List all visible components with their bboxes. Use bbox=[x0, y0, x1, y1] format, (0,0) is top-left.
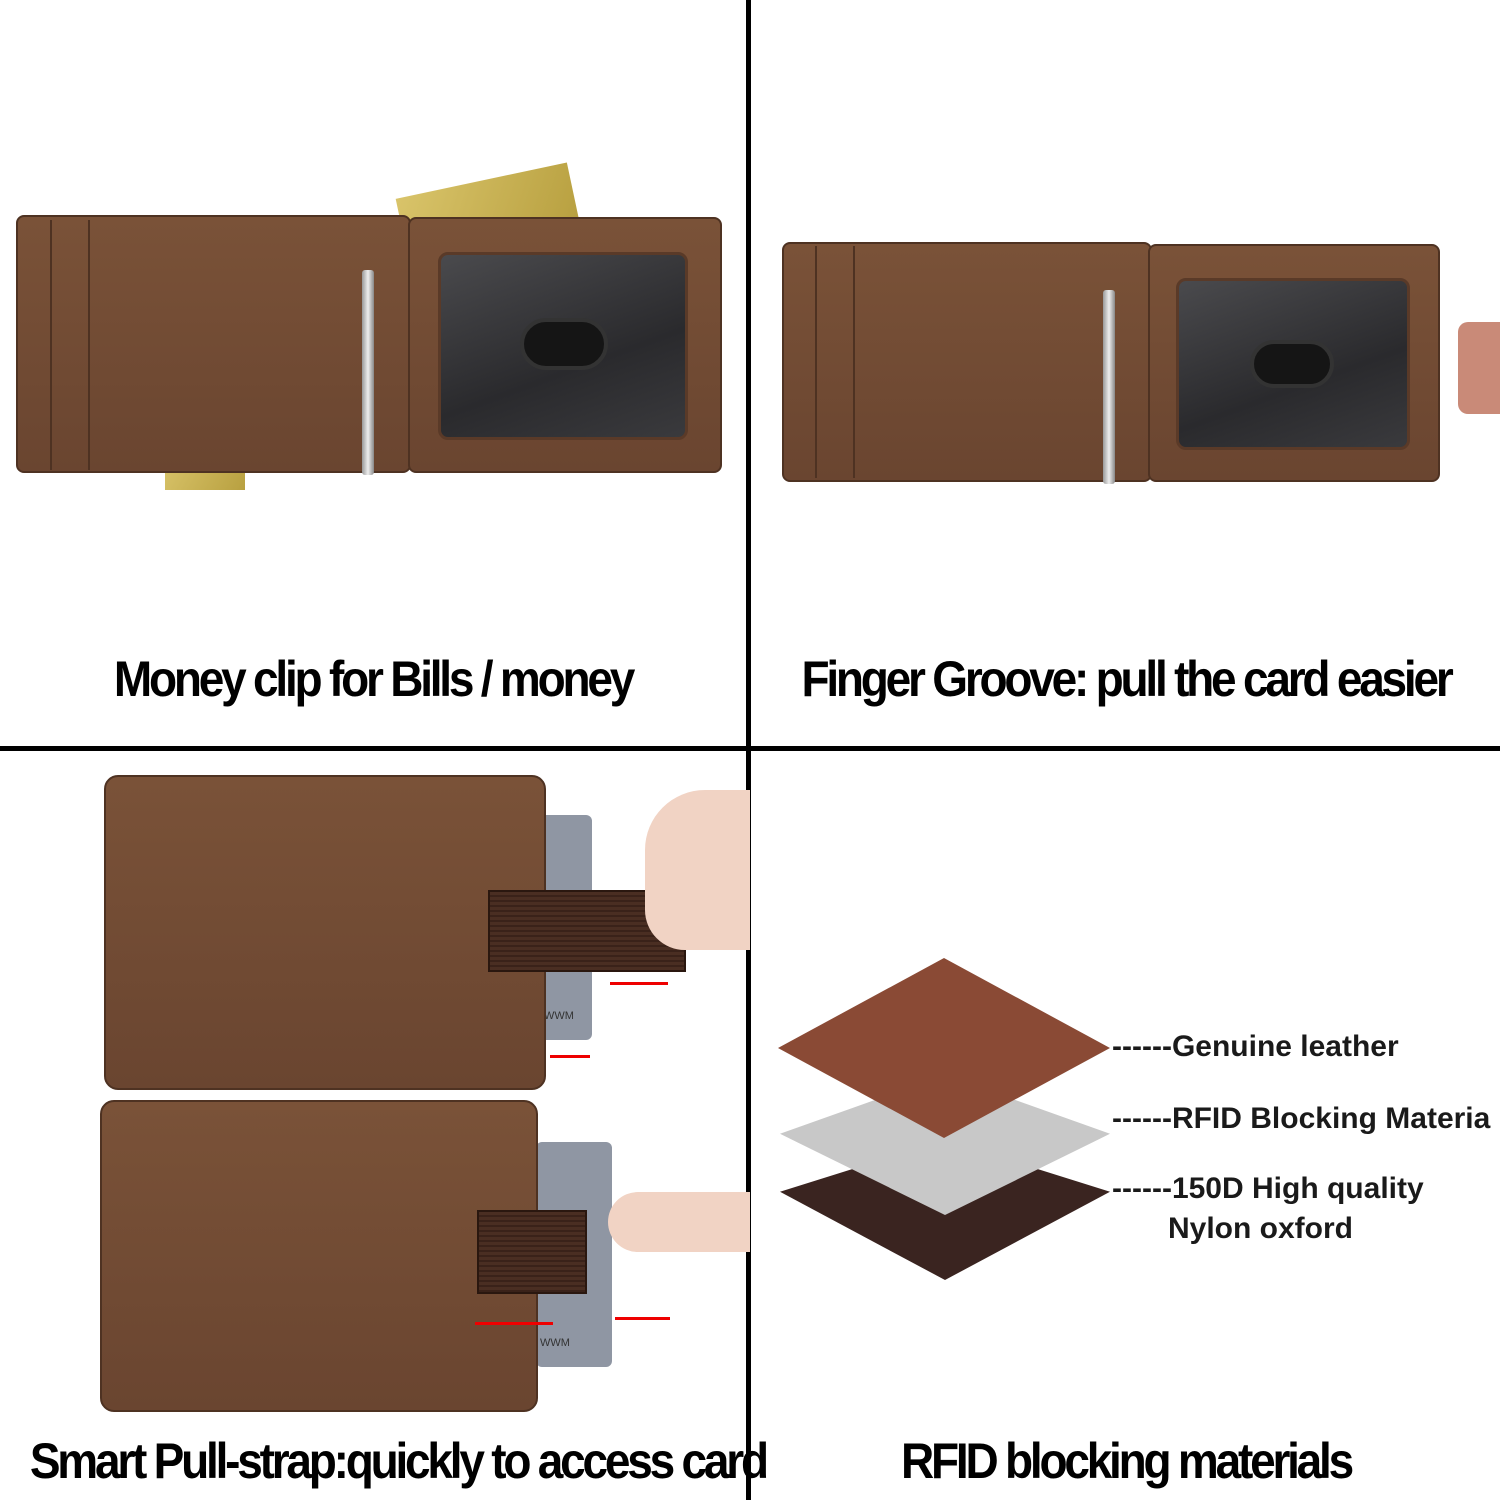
wallet-left-half bbox=[16, 215, 411, 473]
horizontal-divider bbox=[0, 746, 1500, 751]
finger-image bbox=[1458, 322, 1500, 414]
id-window bbox=[1176, 278, 1410, 450]
wallet bbox=[100, 1100, 538, 1412]
arrow-right-icon bbox=[550, 1055, 590, 1058]
caption: Smart Pull-strap:quickly to access card bbox=[29, 1433, 769, 1489]
layer-label: ------Genuine leather bbox=[1112, 1030, 1399, 1063]
caption: RFID blocking materials bbox=[901, 1433, 1354, 1489]
layer-label: ------150D High quality bbox=[1112, 1172, 1424, 1205]
caption: Money clip for Bills / money bbox=[113, 651, 635, 707]
finger-groove bbox=[520, 318, 608, 370]
caption: Finger Groove: pull the card easier bbox=[801, 651, 1453, 707]
card-slots bbox=[50, 220, 90, 470]
wallet bbox=[104, 775, 546, 1090]
wallet-left-half bbox=[782, 242, 1152, 482]
card-slots bbox=[815, 246, 855, 478]
money-clip bbox=[362, 270, 374, 475]
layer-label: ------RFID Blocking Materia bbox=[1112, 1102, 1491, 1135]
layer-label: Nylon oxford bbox=[1168, 1212, 1353, 1245]
leather-layer bbox=[778, 958, 1110, 1138]
finger-groove bbox=[1250, 340, 1334, 388]
money-clip bbox=[1103, 290, 1115, 484]
pull-strap[interactable] bbox=[477, 1210, 587, 1294]
arrow-right-icon bbox=[610, 982, 668, 985]
hand-image bbox=[645, 790, 750, 950]
finger-image bbox=[608, 1192, 750, 1252]
arrow-left-icon bbox=[615, 1317, 670, 1320]
arrow-left-icon bbox=[475, 1322, 553, 1325]
